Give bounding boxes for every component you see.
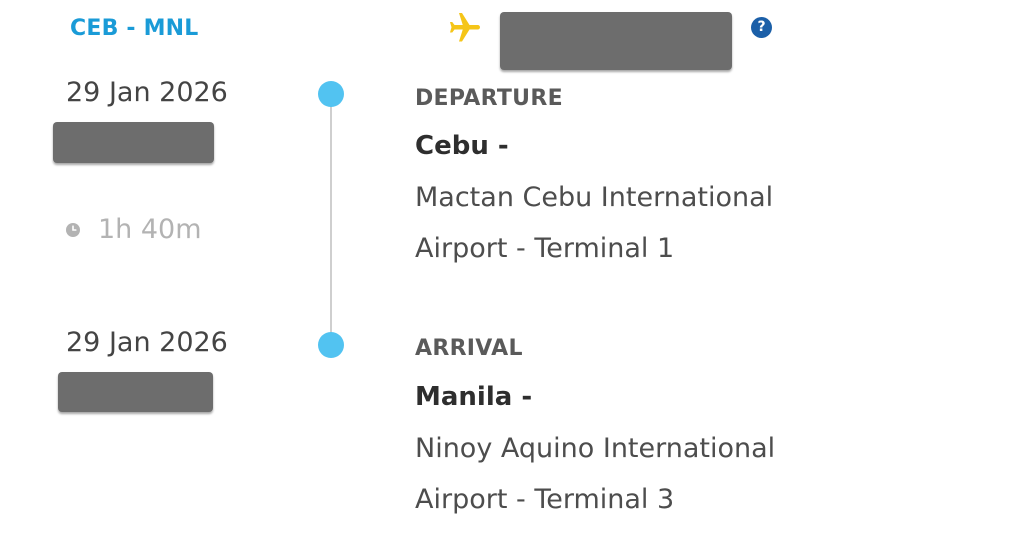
departure-city: Cebu - <box>415 131 509 161</box>
redacted-arrival-time <box>58 372 213 412</box>
clock-icon <box>66 222 80 237</box>
arrival-airport-line2: Airport - Terminal 3 <box>415 484 675 515</box>
plane-icon <box>450 13 480 42</box>
redacted-departure-time <box>53 122 214 163</box>
departure-dot <box>318 81 344 107</box>
arrival-date: 29 Jan 2026 <box>66 327 228 358</box>
arrival-airport-line1: Ninoy Aquino International <box>415 433 776 464</box>
departure-airport: Mactan Cebu International Airport - Term… <box>415 172 935 274</box>
timeline-line <box>330 94 332 346</box>
redacted-flight-number <box>500 12 732 70</box>
departure-label: DEPARTURE <box>415 86 563 111</box>
arrival-dot <box>318 332 344 358</box>
departure-date: 29 Jan 2026 <box>66 77 228 108</box>
help-icon[interactable]: ? <box>751 17 772 38</box>
flight-duration: 1h 40m <box>66 214 202 245</box>
departure-airport-line1: Mactan Cebu International <box>415 182 774 213</box>
route-code: CEB - MNL <box>70 16 199 41</box>
arrival-label: ARRIVAL <box>415 336 523 361</box>
arrival-airport: Ninoy Aquino International Airport - Ter… <box>415 423 935 525</box>
arrival-city: Manila - <box>415 382 533 412</box>
departure-airport-line2: Airport - Terminal 1 <box>415 233 675 264</box>
duration-text: 1h 40m <box>98 214 202 245</box>
